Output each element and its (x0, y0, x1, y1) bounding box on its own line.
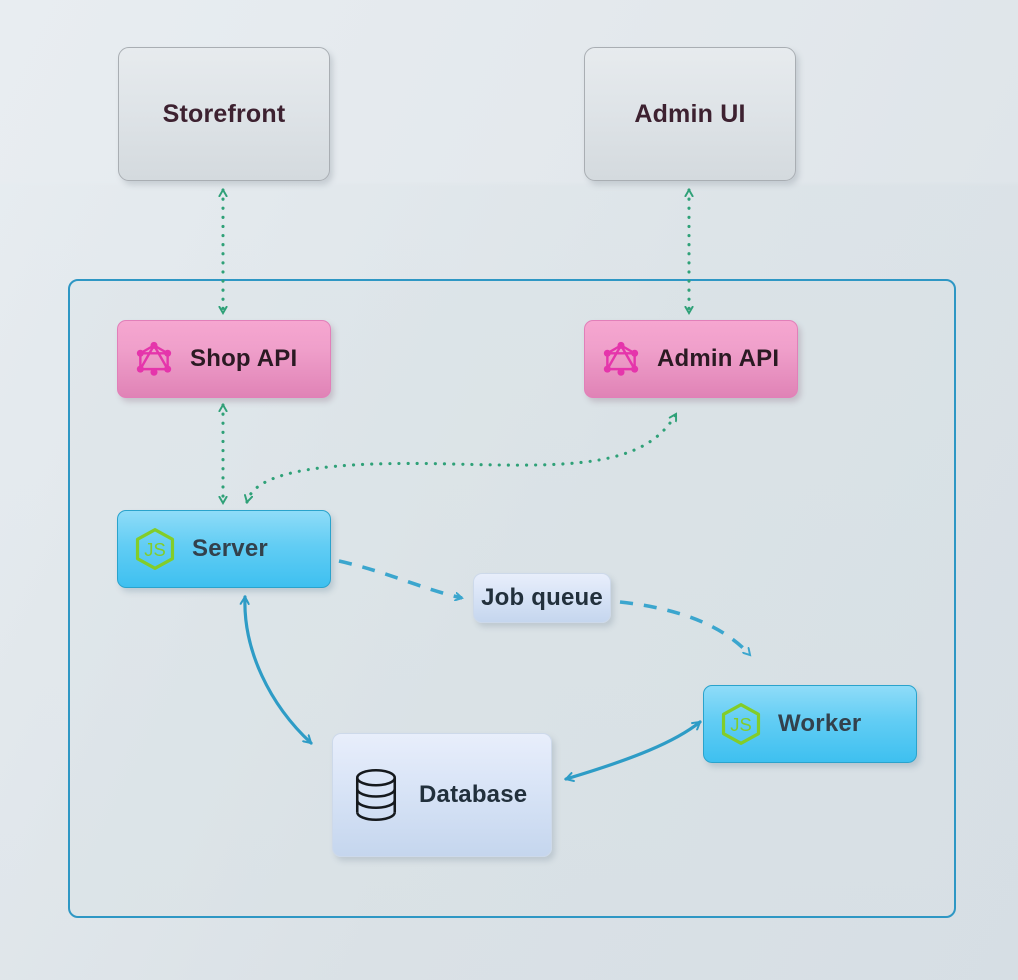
node-shop-api-label: Shop API (190, 345, 298, 372)
node-server[interactable]: JS Server (117, 510, 331, 588)
edge-job-queue-worker (619, 600, 750, 655)
node-storefront[interactable]: Storefront (118, 47, 330, 181)
edge-server-job-queue (338, 559, 462, 598)
node-admin-ui[interactable]: Admin UI (584, 47, 796, 181)
node-database-label: Database (419, 781, 528, 808)
node-admin-ui-label: Admin UI (634, 99, 746, 128)
node-worker[interactable]: JS Worker (703, 685, 917, 763)
svg-text:JS: JS (730, 714, 751, 735)
edge-server-admin-api (247, 414, 678, 502)
graphql-icon (603, 341, 639, 376)
svg-text:JS: JS (144, 539, 165, 560)
database-cylinder-icon (355, 768, 397, 821)
nodejs-icon: JS (721, 703, 761, 745)
edge-server-database (245, 597, 313, 745)
edge-database-worker (566, 720, 700, 779)
node-database[interactable]: Database (332, 733, 552, 857)
node-storefront-label: Storefront (162, 99, 286, 128)
node-admin-api-label: Admin API (657, 345, 780, 372)
node-job-queue-label: Job queue (481, 584, 603, 611)
node-server-label: Server (192, 535, 268, 562)
node-job-queue[interactable]: Job queue (473, 573, 611, 623)
node-admin-api[interactable]: Admin API (584, 320, 798, 398)
graphql-icon (136, 341, 172, 376)
node-shop-api[interactable]: Shop API (117, 320, 331, 398)
node-worker-label: Worker (778, 710, 862, 737)
nodejs-icon: JS (135, 528, 175, 570)
